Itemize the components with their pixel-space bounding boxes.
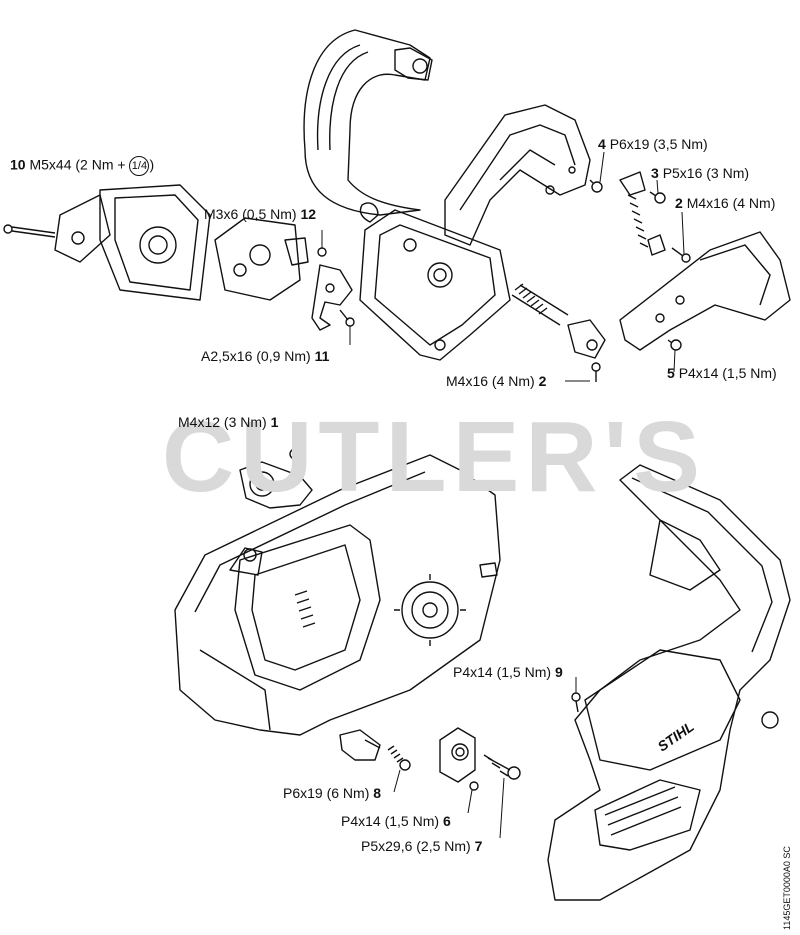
callout-8-spec: P6x19 (6 Nm) [283,785,370,801]
callout-6-number: 6 [442,813,451,829]
throttle-lever [311,264,353,331]
callout-4-spec: P6x19 (3,5 Nm) [609,136,708,152]
spring-right [619,171,666,256]
screw-4 [589,179,603,193]
anti-vibration-mount [439,727,476,783]
callout-10-close: ) [149,156,155,173]
small-clamp [339,729,381,761]
front-handle-bar [303,29,433,223]
long-screw [483,754,521,780]
callout-5-spec: P4x14 (1,5 Nm) [678,365,777,381]
callout-11-number: 11 [314,348,330,364]
svg-text:STIHL: STIHL [655,718,697,754]
callout-11: A2,5x16 (0,9 Nm) 11 [201,348,329,364]
callout-2-lower: M4x16 (4 Nm) 2 [446,373,546,389]
spring-left [511,283,569,326]
callout-6: P4x14 (1,5 Nm) 6 [341,813,451,829]
callout-2-upper-spec: M4x16 (4 Nm) [686,195,776,211]
small-spring [387,745,411,771]
carburetor [214,217,309,301]
callout-9-spec: P4x14 (1,5 Nm) [453,664,552,680]
callout-2-upper-number: 2 [675,195,683,211]
callout-10: 10 M5x44 (2 Nm + 1/4) [10,156,154,176]
callout-3: 3 P5x16 (3 Nm) [651,165,749,181]
callout-2-upper: 2 M4x16 (4 Nm) [675,195,775,211]
callout-11-spec: A2,5x16 (0,9 Nm) [201,348,311,364]
buffer-mount [567,319,606,359]
screw-9 [571,692,581,713]
callout-8-number: 8 [373,785,382,801]
leader-lines [293,151,685,839]
callout-1-spec: M4x12 (3 Nm) [178,414,267,430]
callout-1-number: 1 [270,414,279,430]
callout-1: M4x12 (3 Nm) 1 [178,414,278,430]
callout-6-spec: P4x14 (1,5 Nm) [341,813,440,829]
callout-3-spec: P5x16 (3 Nm) [662,165,750,181]
callout-12-number: 12 [300,206,317,222]
callout-4-number: 4 [598,136,606,152]
callout-7: P5x29,6 (2,5 Nm) 7 [361,838,482,854]
callout-5: 5 P4x14 (1,5 Nm) [667,365,777,381]
screw-11 [339,309,355,327]
callout-9: P4x14 (1,5 Nm) 9 [453,664,563,680]
air-filter-cover [54,184,211,301]
callout-5-number: 5 [667,365,675,381]
callout-9-number: 9 [554,664,563,680]
engine-housing [174,454,501,736]
screw-1 [289,448,301,466]
rotation-icon: 1/4 [129,156,150,176]
screw-12 [317,247,327,257]
callout-8: P6x19 (6 Nm) 8 [283,785,381,801]
screw-6 [469,781,479,791]
screw-3 [649,191,666,204]
housing-shell [547,464,791,901]
screw-2a [671,247,691,263]
callout-4: 4 P6x19 (3,5 Nm) [598,136,708,152]
rear-handle-cover [619,231,791,351]
screw-2b [591,362,601,382]
callout-12-spec: M3x6 (0,5 Nm) [204,206,297,222]
rear-handle-frame [359,104,591,361]
document-id: 1145GET0000A0 SC [782,846,792,930]
callout-10-number: 10 [10,156,26,173]
callout-7-spec: P5x29,6 (2,5 Nm) [361,838,471,854]
fuel-cap [239,461,313,509]
callout-7-number: 7 [474,838,483,854]
brand-logo: STIHL [655,718,697,754]
watermark: CUTLER'S [162,401,706,513]
screw-5 [667,339,682,351]
callout-2-lower-spec: M4x16 (4 Nm) [446,373,535,389]
callout-12: M3x6 (0,5 Nm) 12 [204,206,316,222]
callout-10-spec: M5x44 (2 Nm + [29,156,126,173]
screw-10 [3,224,56,238]
callout-3-number: 3 [651,165,659,181]
callout-2-lower-number: 2 [538,373,547,389]
